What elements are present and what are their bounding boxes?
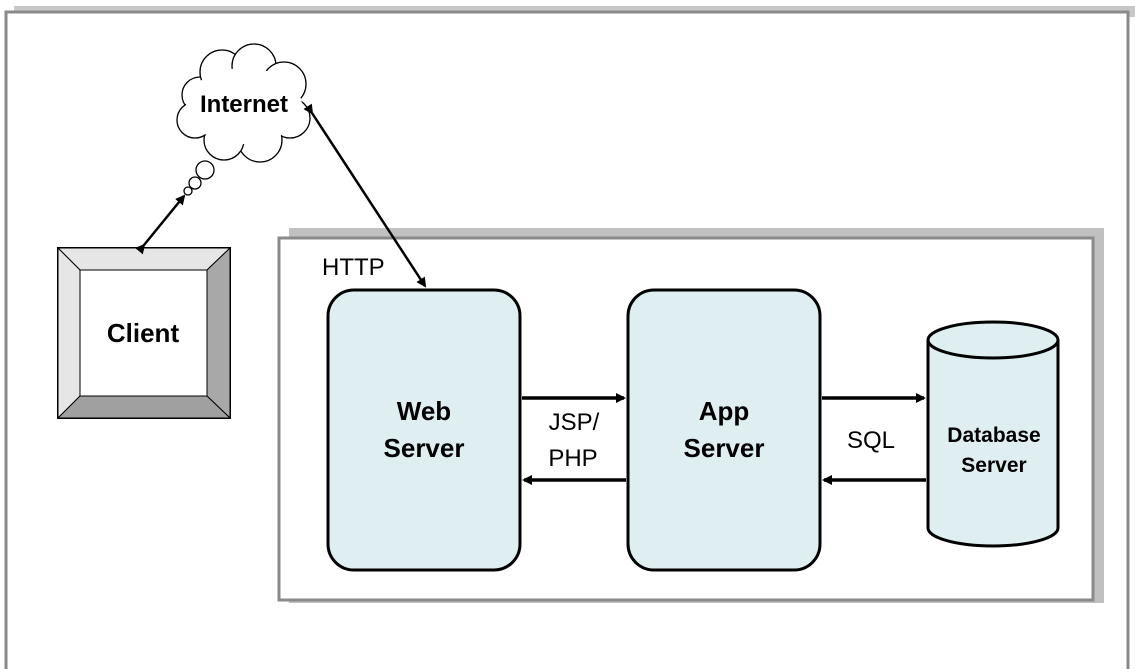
internet-cloud: Internet — [176, 43, 311, 196]
sql-label: SQL — [847, 427, 895, 454]
database-server-node: Database Server — [926, 320, 1060, 548]
http-label: HTTP — [322, 254, 385, 281]
internet-webserver-arrow — [303, 103, 427, 288]
connectors — [135, 103, 926, 485]
app-server-node: App Server — [626, 288, 822, 572]
app-server-label-line1: App — [699, 396, 750, 426]
jsp-php-label-line1: JSP/ — [549, 409, 600, 436]
database-server-label-line2: Server — [961, 454, 1026, 477]
client-internet-arrow — [135, 194, 186, 255]
client-label: Client — [107, 318, 180, 348]
web-server-label-line1: Web — [397, 396, 451, 426]
app-server-label-line2: Server — [684, 433, 765, 463]
web-server-label-line2: Server — [384, 433, 465, 463]
jsp-php-label-line2: PHP — [548, 445, 597, 472]
client-node: Client — [56, 246, 232, 420]
database-server-label-line1: Database — [947, 424, 1040, 447]
internet-label: Internet — [200, 91, 288, 118]
web-server-node: Web Server — [326, 288, 522, 572]
